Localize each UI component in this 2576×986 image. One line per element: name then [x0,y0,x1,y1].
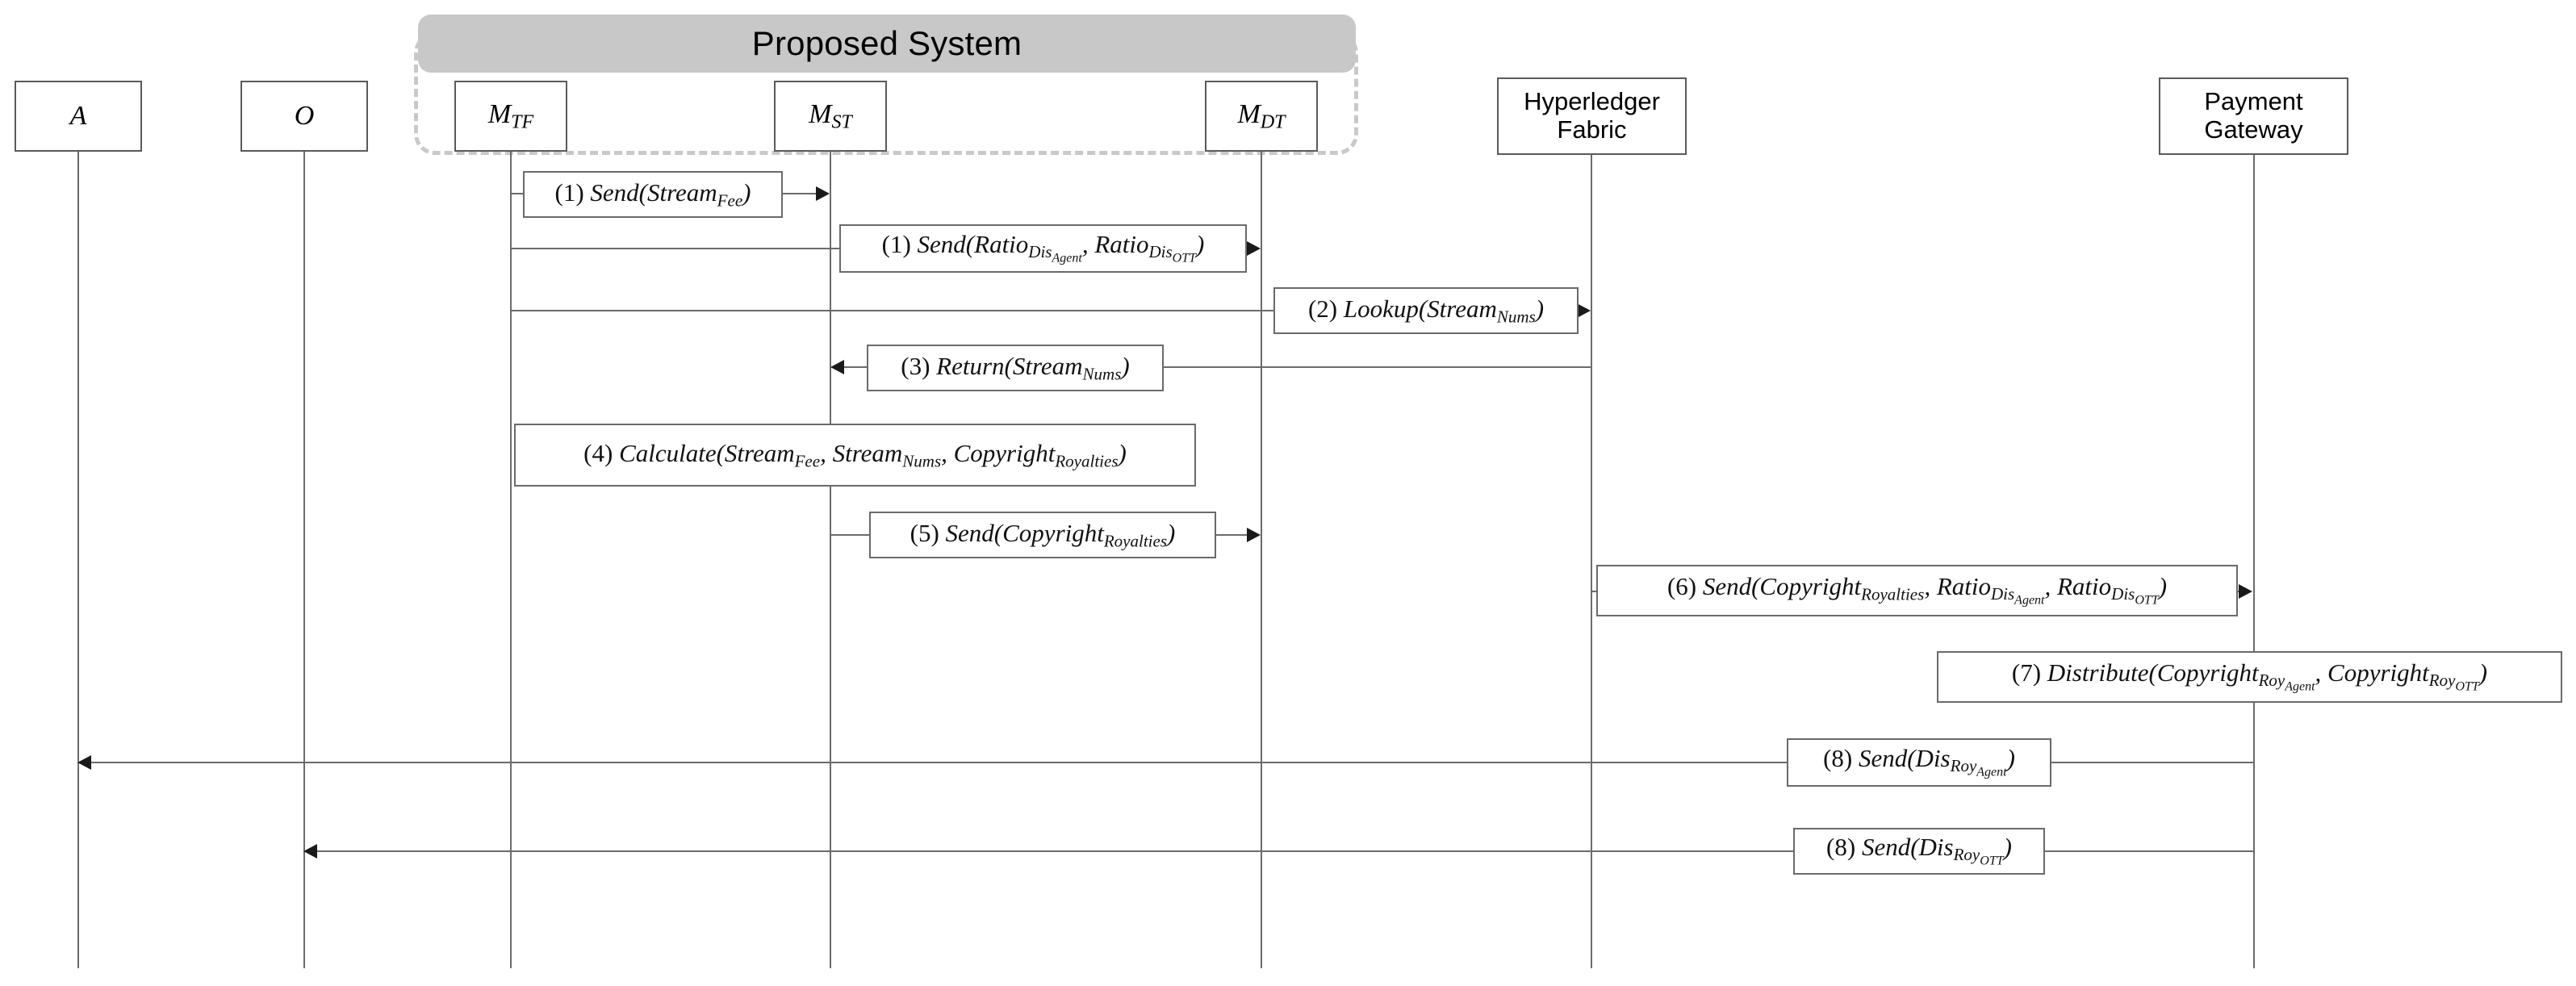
message-label-6[interactable]: (6) Send(CopyrightRoyalties, RatioDisAge… [1596,565,2238,616]
lifeline-hyperledger-fabric [1591,155,1592,968]
message-label-1b[interactable]: (1) Send(RatioDisAgent, RatioDisOTT) [839,224,1247,273]
lifeline-mtf [510,152,512,968]
message-label-7[interactable]: (7) Distribute(CopyrightRoyAgent, Copyri… [1937,651,2562,703]
message-arrowhead-5 [1247,528,1261,542]
message-arrowhead-1b [1247,241,1261,256]
lifeline-mdt [1261,152,1262,968]
message-label-8a[interactable]: (8) Send(DisRoyAgent) [1787,738,2051,787]
lifeline-head-mst[interactable]: MST [774,81,887,152]
lifeline-payment-gateway [2253,155,2255,968]
lifeline-head-hyperledger-fabric[interactable]: Hyperledger Fabric [1497,77,1687,155]
lifeline-head-a[interactable]: A [15,81,142,152]
lifeline-head-hlf-label-line2: Fabric [1557,115,1627,144]
message-label-8b[interactable]: (8) Send(DisRoyOTT) [1793,828,2045,875]
message-line-8a [89,762,2254,763]
message-arrowhead-6 [2239,584,2252,599]
lifeline-head-mtf[interactable]: MTF [454,81,567,152]
message-arrowhead-1a [816,186,830,201]
proposed-system-group-header: Proposed System [418,15,1356,73]
lifeline-head-pg-label-line1: Payment [2204,87,2303,116]
lifeline-head-payment-gateway[interactable]: Payment Gateway [2159,77,2348,155]
lifeline-head-hlf-label-line1: Hyperledger [1524,87,1660,116]
lifeline-head-pg-label-line2: Gateway [2204,115,2303,144]
message-label-4[interactable]: (4) Calculate(StreamFee, StreamNums, Cop… [514,424,1196,487]
message-arrowhead-8a [77,755,91,770]
message-label-1a[interactable]: (1) Send(StreamFee) [523,171,783,218]
lifeline-head-o-label: O [294,100,315,131]
message-line-3 [844,366,1591,368]
message-line-2 [510,310,1578,311]
lifeline-head-mdt[interactable]: MDT [1205,81,1318,152]
lifeline-a [77,152,79,968]
message-line-8b [315,850,2254,852]
message-arrowhead-8b [303,844,317,859]
lifeline-head-mdt-label: MDT [1237,98,1286,133]
lifeline-head-o[interactable]: O [240,81,368,152]
message-label-5[interactable]: (5) Send(CopyrightRoyalties) [869,512,1216,558]
lifeline-head-mtf-label: MTF [487,98,534,133]
lifeline-head-mst-label: MST [809,98,852,133]
lifeline-head-a-label: A [69,100,87,131]
lifeline-mst [830,152,831,968]
message-arrowhead-2 [1577,303,1591,318]
message-label-3[interactable]: (3) Return(StreamNums) [867,345,1164,391]
message-arrowhead-3 [830,360,844,374]
proposed-system-title: Proposed System [751,24,1022,62]
lifeline-o [303,152,305,968]
message-label-2[interactable]: (2) Lookup(StreamNums) [1273,287,1579,334]
